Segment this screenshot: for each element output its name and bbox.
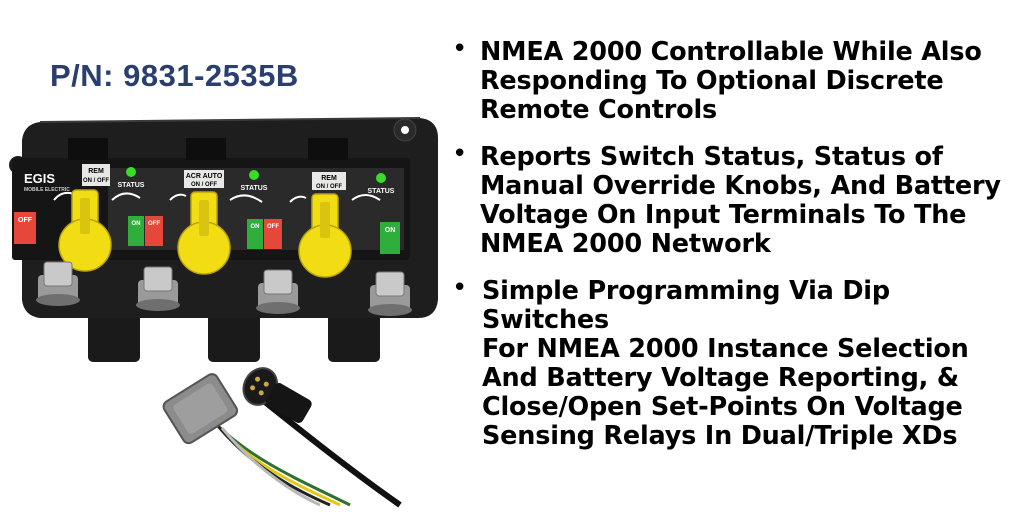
feature-text: NMEA 2000 Controllable While Also Respon… [480, 37, 982, 125]
bullet-icon: • [452, 273, 468, 303]
terminal-stud-icon [136, 266, 180, 311]
svg-text:ON / OFF: ON / OFF [316, 184, 342, 190]
svg-text:OFF: OFF [148, 221, 160, 227]
svg-text:REM: REM [321, 175, 337, 182]
svg-text:STATUS: STATUS [368, 188, 395, 195]
svg-text:ON / OFF: ON / OFF [191, 182, 217, 188]
terminal-stud-icon [256, 269, 300, 314]
part-number: P/N: 9831-2535B [50, 58, 299, 93]
svg-text:STATUS: STATUS [241, 185, 268, 192]
switch-device: EGIS MOBILE ELECTRIC REM ON / OFF ACR AU… [9, 117, 438, 362]
svg-text:ON / OFF: ON / OFF [83, 178, 109, 184]
override-knob [298, 193, 352, 278]
m12-connector-icon [242, 367, 312, 423]
terminal-stud-icon [368, 271, 412, 316]
feature-text: Reports Switch Status, Status of Manual … [480, 142, 1001, 259]
svg-text:ON: ON [385, 227, 396, 234]
cable-icon [208, 395, 402, 508]
status-led [376, 173, 386, 183]
feature-item-2: • Reports Switch Status, Status of Manua… [452, 139, 1012, 259]
svg-text:OFF: OFF [267, 224, 279, 230]
svg-text:REM: REM [88, 168, 104, 175]
brand-logo: EGIS [24, 171, 55, 186]
svg-text:ON: ON [251, 224, 260, 230]
bullet-icon: • [452, 34, 468, 64]
feature-item-1: • NMEA 2000 Controllable While Also Resp… [452, 34, 1012, 125]
terminal-stud-icon [36, 261, 80, 306]
feature-list: • NMEA 2000 Controllable While Also Resp… [452, 34, 1012, 469]
bullet-icon: • [452, 139, 468, 169]
brand-sub: MOBILE ELECTRIC [24, 187, 70, 193]
feature-item-3: • Simple Programming Via Dip Switches Fo… [452, 273, 1012, 451]
svg-text:ACR AUTO: ACR AUTO [186, 173, 223, 180]
svg-text:STATUS: STATUS [118, 182, 145, 189]
connector-icon [162, 373, 239, 445]
status-led [126, 167, 136, 177]
override-knob [177, 191, 231, 275]
svg-text:OFF: OFF [18, 217, 33, 224]
svg-text:ON: ON [132, 221, 141, 227]
off-badge [14, 212, 36, 244]
feature-text: Simple Programming Via Dip Switches For … [482, 276, 969, 451]
status-led [249, 170, 259, 180]
override-knob [58, 189, 112, 272]
